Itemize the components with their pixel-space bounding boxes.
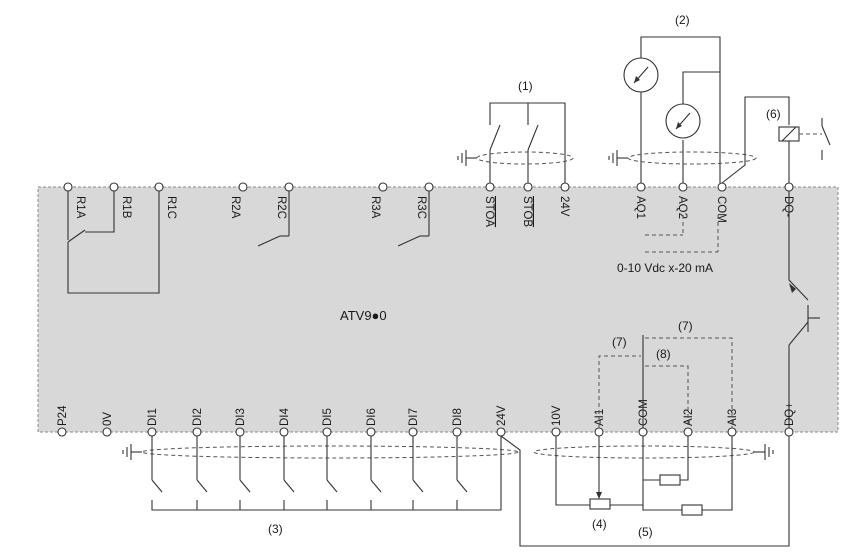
label-aq1: AQ1 xyxy=(634,196,646,219)
label-di3: DI3 xyxy=(235,408,247,426)
terminal-com-bottom xyxy=(638,427,648,437)
terminal-r1b xyxy=(109,182,119,192)
terminal-24v-top xyxy=(560,182,570,192)
analog-input-shield xyxy=(533,445,755,459)
drive-panel xyxy=(37,186,839,433)
terminal-com-top xyxy=(717,182,727,192)
label-di8: DI8 xyxy=(452,408,464,426)
callout-2: (2) xyxy=(675,13,690,27)
dq-plus-loop xyxy=(500,435,790,547)
terminal-0v xyxy=(102,427,112,437)
terminal-r2c xyxy=(284,182,294,192)
callout-7a: (7) xyxy=(612,335,627,349)
label-di4: DI4 xyxy=(279,408,291,427)
terminal-dq-plus xyxy=(784,427,794,437)
label-p24: P24 xyxy=(57,405,69,426)
terminal-di8 xyxy=(452,427,462,437)
terminal-10v xyxy=(551,427,561,437)
terminal-di3 xyxy=(235,427,245,437)
label-ai3: AI3 xyxy=(727,409,739,426)
terminal-r2a xyxy=(238,182,248,192)
label-com-top: COM xyxy=(715,196,727,223)
drive-model-label: ATV9●0 xyxy=(340,308,387,323)
digital-input-wiring xyxy=(122,436,519,511)
label-dq-minus: DQ- xyxy=(782,196,794,217)
terminal-r3a xyxy=(378,182,388,192)
label-24v-top: 24V xyxy=(558,196,570,217)
sto-shield xyxy=(476,151,574,165)
callout-5: (5) xyxy=(638,525,653,539)
terminal-di4 xyxy=(279,427,289,437)
terminal-stoa xyxy=(485,182,495,192)
callout-8: (8) xyxy=(656,347,671,361)
terminal-aq2 xyxy=(678,182,688,192)
bottom-terminal-group xyxy=(57,427,794,437)
label-r3c: R3C xyxy=(415,196,427,219)
terminal-r3c xyxy=(424,182,434,192)
sto-wiring xyxy=(457,102,574,183)
label-stoa: STOA xyxy=(483,196,495,227)
callout-4: (4) xyxy=(592,517,607,531)
label-dq-plus: DQ+ xyxy=(784,402,796,426)
analog-output-note: 0-10 Vdc x-20 mA xyxy=(617,261,713,275)
label-ai1: AI1 xyxy=(594,409,606,426)
analog-output-wiring xyxy=(608,36,757,253)
terminal-ai2 xyxy=(683,427,693,437)
terminal-di2 xyxy=(192,427,202,437)
resistor-ai2 xyxy=(659,474,681,486)
analog-input-wiring xyxy=(533,436,774,516)
analog-output-shield xyxy=(627,151,757,165)
terminal-dq-minus xyxy=(784,182,794,192)
terminal-aq1 xyxy=(636,182,646,192)
label-com-bottom: COM xyxy=(638,399,650,426)
analog-input-indicators xyxy=(598,335,733,428)
terminal-stob xyxy=(523,182,533,192)
top-terminal-labels: R1A R1B R1C R2A R2C R3A R3C STOA STOB 24… xyxy=(74,196,794,227)
label-r2a: R2A xyxy=(229,196,241,219)
label-r3a: R3A xyxy=(369,196,381,219)
relay-r2-contact xyxy=(257,191,290,247)
callout-7b: (7) xyxy=(678,319,693,333)
relay-r3-contact xyxy=(397,191,430,247)
callout-3: (3) xyxy=(268,522,283,536)
label-di7: DI7 xyxy=(408,408,420,426)
label-r1a: R1A xyxy=(74,196,86,219)
label-di5: DI5 xyxy=(322,408,334,426)
terminal-24v-bottom xyxy=(496,427,506,437)
terminal-r1a xyxy=(63,182,73,192)
label-stob: STOB xyxy=(521,196,533,227)
label-10v: 10V xyxy=(551,405,563,426)
terminal-r1c xyxy=(154,182,164,192)
top-terminal-group xyxy=(63,182,794,192)
label-r1b: R1B xyxy=(120,196,132,219)
callout-6: (6) xyxy=(766,107,781,121)
digital-input-shield xyxy=(141,445,519,459)
relay-r1-contacts xyxy=(67,191,160,294)
label-aq2: AQ2 xyxy=(676,196,688,219)
terminal-di7 xyxy=(408,427,418,437)
terminal-ai1 xyxy=(594,427,604,437)
label-r2c: R2C xyxy=(275,196,287,219)
label-r1c: R1C xyxy=(165,196,177,219)
callout-1: (1) xyxy=(518,79,533,93)
label-di6: DI6 xyxy=(366,408,378,426)
label-ai2: AI2 xyxy=(683,409,695,426)
potentiometer xyxy=(589,498,611,510)
terminal-ai3 xyxy=(727,427,737,437)
dq-output-wiring xyxy=(721,96,831,428)
bottom-terminal-labels: P24 0V DI1 DI2 DI3 DI4 DI5 DI6 DI7 DI8 2… xyxy=(57,399,796,426)
label-di2: DI2 xyxy=(192,408,204,426)
label-24v-bottom: 24V xyxy=(496,405,508,426)
terminal-di5 xyxy=(322,427,332,437)
label-di1: DI1 xyxy=(147,408,159,426)
terminal-di6 xyxy=(366,427,376,437)
terminal-p24 xyxy=(57,427,67,437)
terminal-di1 xyxy=(147,427,157,437)
resistor-ai3 xyxy=(681,504,703,516)
label-0v: 0V xyxy=(102,412,114,426)
